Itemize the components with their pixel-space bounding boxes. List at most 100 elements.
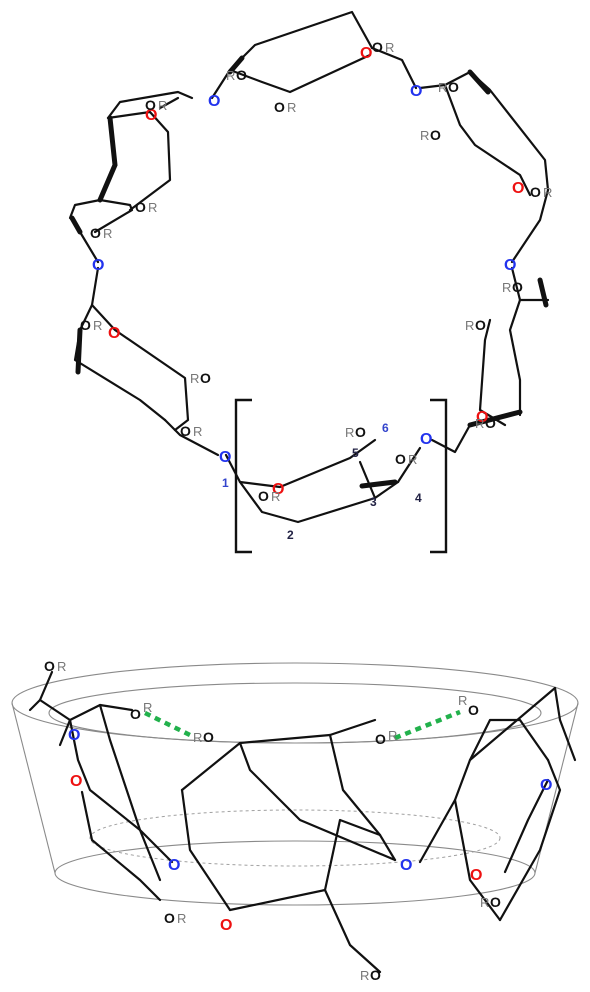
svg-text:R: R: [502, 280, 511, 295]
svg-text:O: O: [468, 702, 479, 718]
svg-text:R: R: [226, 68, 235, 83]
svg-text:O: O: [203, 729, 214, 745]
glycosidic-oxygen: O: [420, 431, 432, 448]
svg-text:O: O: [90, 225, 101, 241]
ring-oxygen: O: [470, 867, 482, 884]
svg-text:O: O: [530, 184, 541, 200]
svg-text:R: R: [543, 185, 552, 200]
glycosidic-oxygen: O: [92, 257, 104, 274]
svg-text:O: O: [512, 279, 523, 295]
svg-text:O: O: [485, 415, 496, 431]
svg-text:R: R: [193, 424, 202, 439]
carbon-number: 3: [370, 495, 377, 509]
ring-oxygen: O: [476, 409, 488, 426]
svg-text:R: R: [190, 371, 199, 386]
svg-text:O: O: [80, 317, 91, 333]
svg-text:R: R: [93, 318, 102, 333]
svg-text:R: R: [408, 452, 417, 467]
svg-text:O: O: [475, 317, 486, 333]
svg-text:R: R: [193, 730, 202, 745]
svg-text:O: O: [200, 370, 211, 386]
hydrogen-bond-left: [144, 710, 191, 738]
carbon-number: 1: [222, 476, 229, 490]
svg-text:O: O: [490, 894, 501, 910]
svg-text:R: R: [345, 425, 354, 440]
svg-text:R: R: [148, 200, 157, 215]
carbon-number: 2: [287, 528, 294, 542]
svg-text:R: R: [475, 416, 484, 431]
ring-oxygen: O: [108, 325, 120, 342]
hydrogen-bond-right: [394, 709, 461, 741]
svg-text:R: R: [465, 318, 474, 333]
ring-oxygen: O: [360, 45, 372, 62]
macrocycle-top-view: [68, 10, 550, 554]
ring-oxygen: O: [220, 917, 232, 934]
svg-text:R: R: [458, 693, 467, 708]
svg-text:R: R: [271, 489, 280, 504]
svg-text:O: O: [430, 127, 441, 143]
svg-text:O: O: [370, 967, 381, 983]
ring-oxygen: O: [145, 107, 157, 124]
glycosidic-oxygen: O: [504, 257, 516, 274]
carbon-number: 4: [415, 491, 422, 505]
ring-oxygen: O: [70, 773, 82, 790]
svg-text:R: R: [420, 128, 429, 143]
svg-text:O: O: [375, 731, 386, 747]
svg-text:O: O: [355, 424, 366, 440]
glycosidic-oxygen: O: [68, 727, 80, 744]
svg-text:O: O: [130, 706, 141, 722]
svg-text:O: O: [135, 199, 146, 215]
svg-text:O: O: [44, 658, 55, 674]
svg-text:O: O: [258, 488, 269, 504]
svg-text:O: O: [274, 99, 285, 115]
glycosidic-oxygen: O: [400, 857, 412, 874]
svg-text:R: R: [143, 700, 152, 715]
glycosidic-oxygen: O: [540, 777, 552, 794]
carbon-number: 6: [382, 421, 389, 435]
glycosidic-oxygen: O: [410, 83, 422, 100]
carbon-number: 5: [352, 446, 359, 460]
svg-text:R: R: [388, 728, 397, 743]
svg-text:O: O: [164, 910, 175, 926]
svg-text:O: O: [372, 39, 383, 55]
svg-text:O: O: [145, 97, 156, 113]
svg-text:R: R: [360, 968, 369, 983]
svg-text:O: O: [448, 79, 459, 95]
svg-text:O: O: [236, 67, 247, 83]
glycosidic-oxygen: O: [219, 449, 231, 466]
glycosidic-oxygen: O: [168, 857, 180, 874]
ring-oxygen: O: [512, 180, 524, 197]
ro-group: RO: [458, 693, 479, 718]
svg-text:R: R: [57, 659, 66, 674]
svg-text:R: R: [287, 100, 296, 115]
svg-text:R: R: [385, 40, 394, 55]
svg-text:R: R: [438, 80, 447, 95]
svg-text:R: R: [177, 911, 186, 926]
svg-text:R: R: [480, 895, 489, 910]
ring-oxygen: O: [272, 481, 284, 498]
